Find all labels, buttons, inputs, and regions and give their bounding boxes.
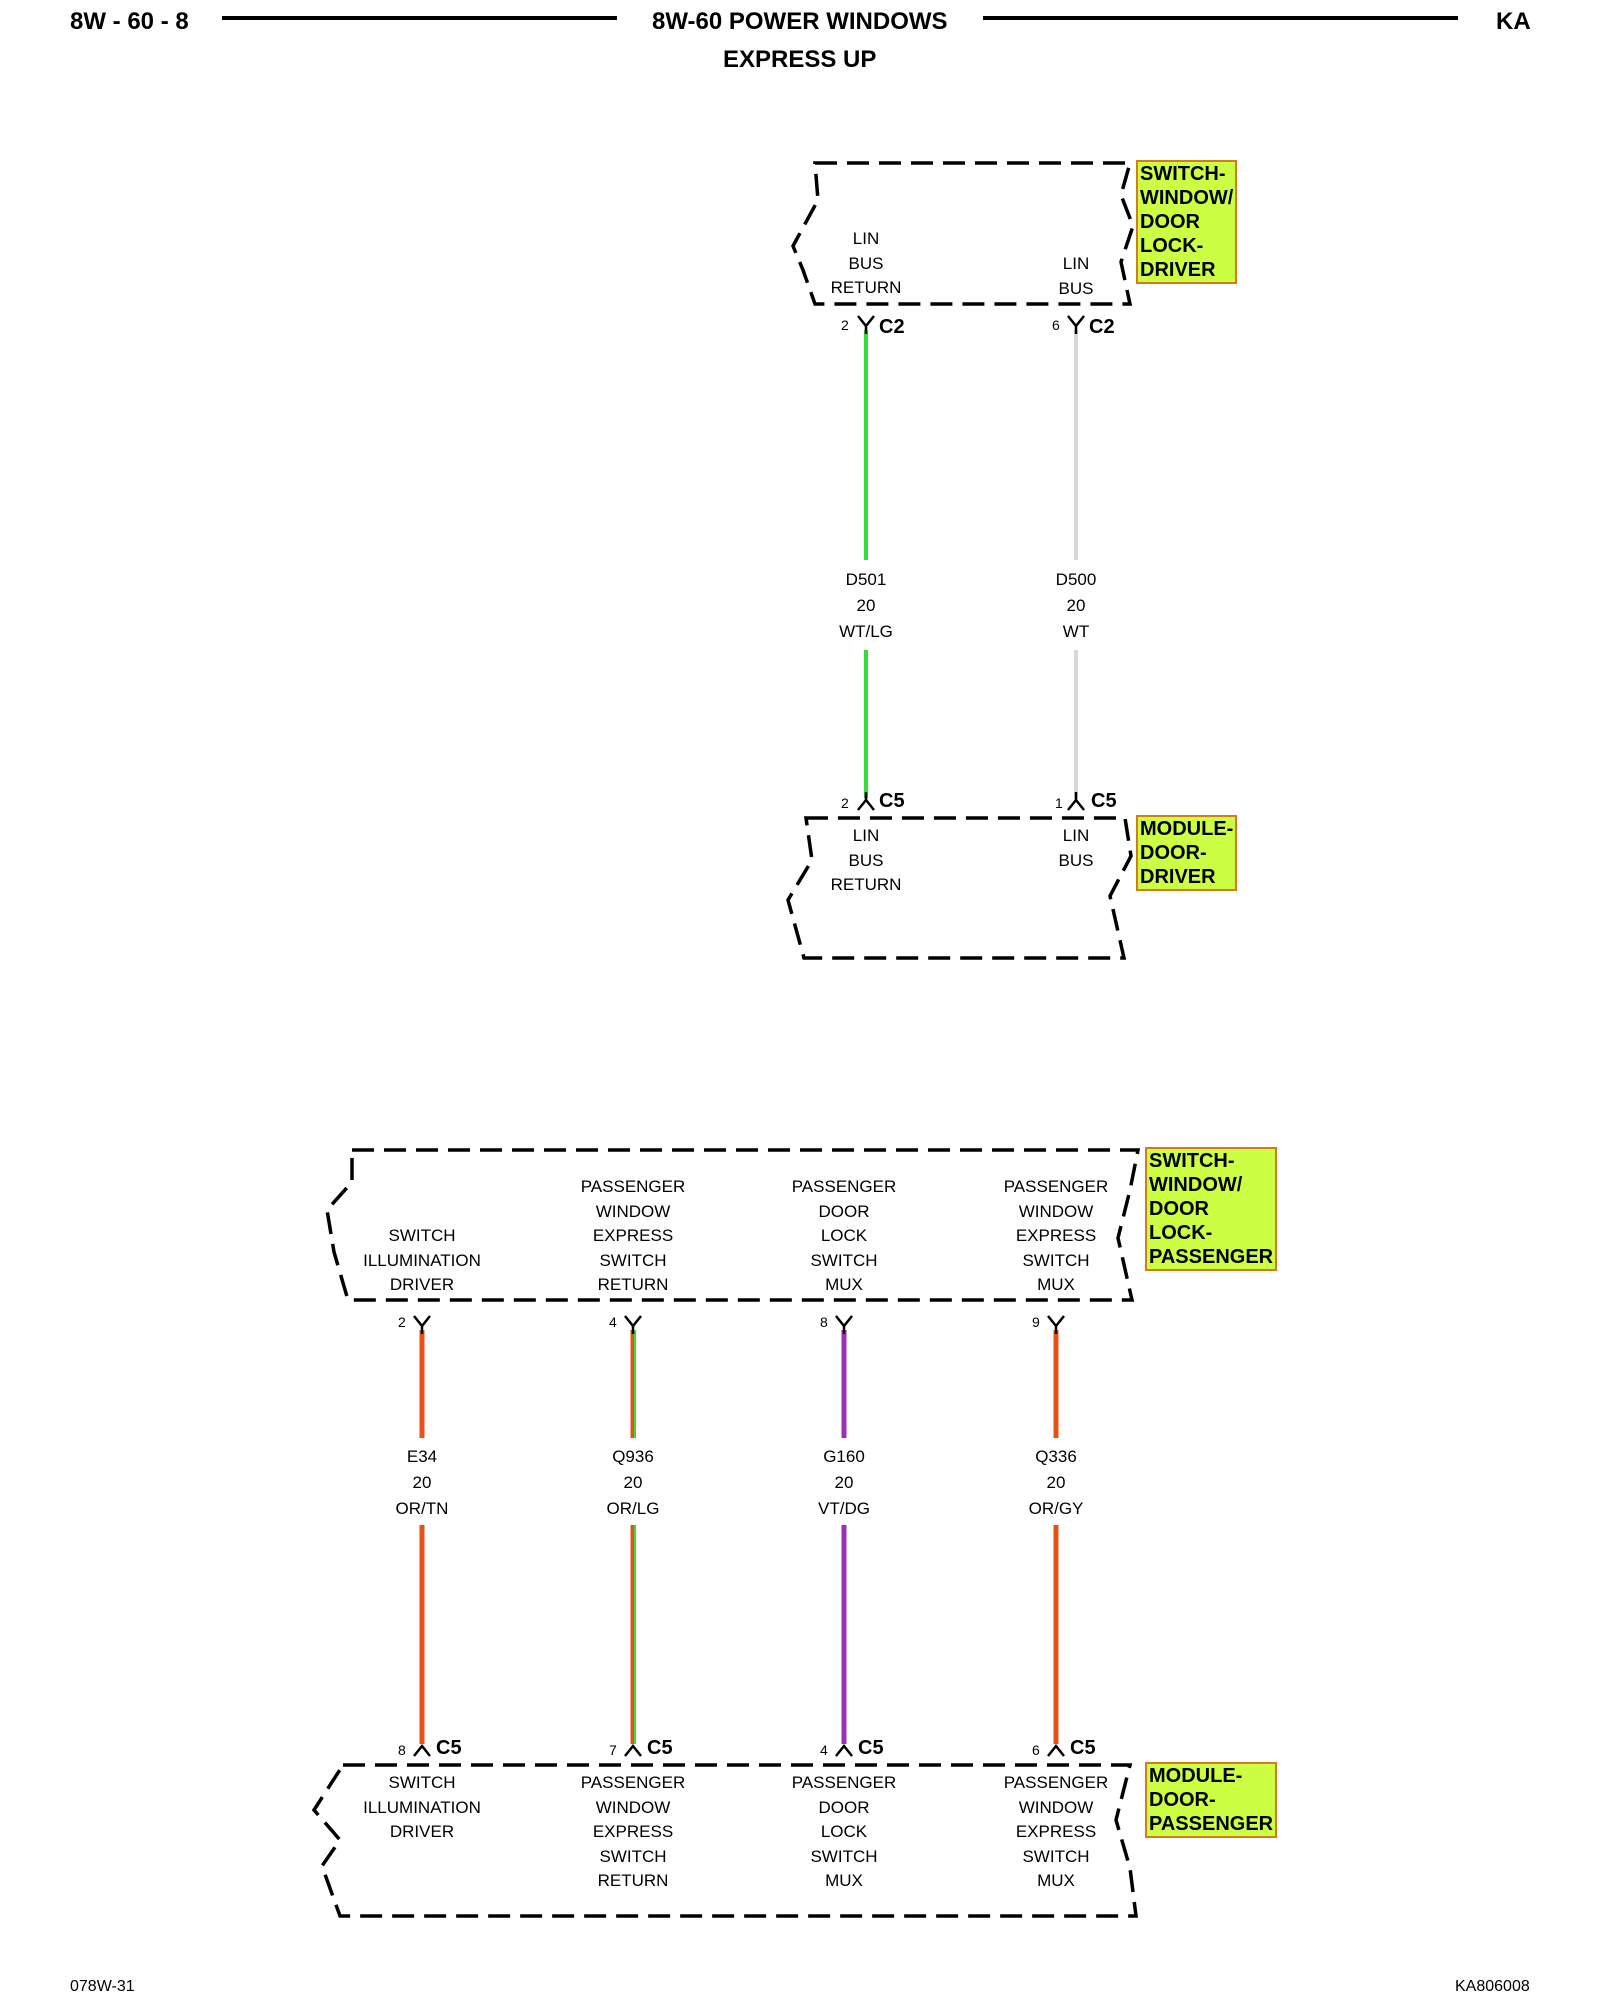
driver-switch-pin-label: LIN BUS bbox=[1058, 254, 1094, 298]
wire-id: D500 bbox=[1055, 570, 1097, 589]
footer-left-code: 078W-31 bbox=[70, 1978, 135, 1995]
driver-module-pin-label: LIN BUS RETURN bbox=[830, 826, 902, 894]
driver-switch-component-tag: SWITCH- WINDOW/ DOOR LOCK- DRIVER bbox=[1136, 160, 1238, 284]
pin-number: 6 bbox=[1052, 317, 1060, 333]
page-number: 8W - 60 - 8 bbox=[70, 8, 189, 35]
wire-color-code: WT/LG bbox=[839, 622, 893, 641]
driver-switch-pin-label: LIN BUS RETURN bbox=[830, 229, 902, 297]
wire-gauge: 20 bbox=[834, 1473, 854, 1492]
passenger-module-pin-label: PASSENGER WINDOW EXPRESS SWITCH MUX bbox=[1003, 1773, 1109, 1890]
connector-symbol-icon bbox=[1047, 1743, 1065, 1757]
wire-id: D501 bbox=[845, 570, 887, 589]
wire-gauge: 20 bbox=[623, 1473, 643, 1492]
connector-id: C5 bbox=[858, 1737, 884, 1759]
wire-color-code: OR/TN bbox=[395, 1499, 449, 1518]
wire-id: E34 bbox=[406, 1447, 438, 1466]
pin-number: 8 bbox=[398, 1742, 406, 1758]
connector-symbol-icon bbox=[857, 792, 875, 811]
passenger-module-component-tag: MODULE- DOOR- PASSENGER bbox=[1145, 1762, 1278, 1838]
connector-symbol-icon bbox=[413, 1743, 431, 1757]
pin-number: 4 bbox=[609, 1314, 617, 1330]
driver-module-outline bbox=[786, 816, 1133, 960]
connector-symbol-icon bbox=[1067, 792, 1085, 811]
wire-gauge: 20 bbox=[856, 596, 876, 615]
connector-symbol-icon bbox=[624, 1743, 642, 1757]
passenger-module-pin-label: PASSENGER DOOR LOCK SWITCH MUX bbox=[791, 1773, 897, 1890]
connector-id: C5 bbox=[436, 1737, 462, 1759]
pin-number: 4 bbox=[820, 1742, 828, 1758]
page-title: 8W-60 POWER WINDOWS bbox=[652, 8, 948, 35]
passenger-switch-pin-label: PASSENGER WINDOW EXPRESS SWITCH MUX bbox=[1003, 1177, 1109, 1294]
wire-color-code: WT bbox=[1062, 622, 1090, 641]
driver-module-component-tag: MODULE- DOOR- DRIVER bbox=[1136, 815, 1238, 891]
connector-id: C2 bbox=[1089, 316, 1115, 338]
vehicle-code: KA bbox=[1496, 8, 1531, 35]
connector-symbol-icon bbox=[835, 1315, 853, 1334]
connector-id: C5 bbox=[1091, 790, 1117, 812]
pin-number: 8 bbox=[820, 1314, 828, 1330]
passenger-switch-outline bbox=[325, 1148, 1141, 1302]
wire-id: Q336 bbox=[1035, 1447, 1077, 1466]
wire-gauge: 20 bbox=[412, 1473, 432, 1492]
passenger-switch-pin-label: SWITCH ILLUMINATION DRIVER bbox=[363, 1226, 481, 1294]
pin-number: 9 bbox=[1032, 1314, 1040, 1330]
pin-number: 2 bbox=[841, 317, 849, 333]
passenger-switch-pin-label: PASSENGER WINDOW EXPRESS SWITCH RETURN bbox=[580, 1177, 686, 1294]
connector-symbol-icon bbox=[1047, 1315, 1065, 1334]
page-subtitle: EXPRESS UP bbox=[723, 46, 877, 73]
wire-color-code: VT/DG bbox=[818, 1499, 870, 1518]
wire-color-code: OR/GY bbox=[1028, 1499, 1084, 1518]
connector-id: C5 bbox=[1070, 1737, 1096, 1759]
connector-symbol-icon bbox=[835, 1743, 853, 1757]
connector-symbol-icon bbox=[857, 315, 875, 334]
passenger-module-outline bbox=[311, 1763, 1138, 1918]
connector-symbol-icon bbox=[624, 1315, 642, 1334]
footer-right-code: KA806008 bbox=[1455, 1978, 1530, 1995]
connector-id: C5 bbox=[879, 790, 905, 812]
pin-number: 7 bbox=[609, 1742, 617, 1758]
pin-number: 6 bbox=[1032, 1742, 1040, 1758]
pin-number: 1 bbox=[1055, 795, 1063, 811]
driver-switch-outline bbox=[791, 161, 1135, 306]
connector-id: C5 bbox=[647, 1737, 673, 1759]
passenger-module-pin-label: PASSENGER WINDOW EXPRESS SWITCH RETURN bbox=[580, 1773, 686, 1890]
wire-gauge: 20 bbox=[1046, 1473, 1066, 1492]
passenger-module-pin-label: SWITCH ILLUMINATION DRIVER bbox=[363, 1773, 481, 1841]
wire-gauge: 20 bbox=[1066, 596, 1086, 615]
connector-symbol-icon bbox=[1067, 315, 1085, 334]
wire-id: G160 bbox=[823, 1447, 865, 1466]
connector-id: C2 bbox=[879, 316, 905, 338]
connector-symbol-icon bbox=[413, 1315, 431, 1334]
passenger-switch-component-tag: SWITCH- WINDOW/ DOOR LOCK- PASSENGER bbox=[1145, 1147, 1278, 1271]
wire-color-code: OR/LG bbox=[606, 1499, 660, 1518]
passenger-switch-pin-label: PASSENGER DOOR LOCK SWITCH MUX bbox=[791, 1177, 897, 1294]
wire-id: Q936 bbox=[612, 1447, 654, 1466]
pin-number: 2 bbox=[398, 1314, 406, 1330]
driver-module-pin-label: LIN BUS bbox=[1058, 826, 1094, 870]
pin-number: 2 bbox=[841, 795, 849, 811]
